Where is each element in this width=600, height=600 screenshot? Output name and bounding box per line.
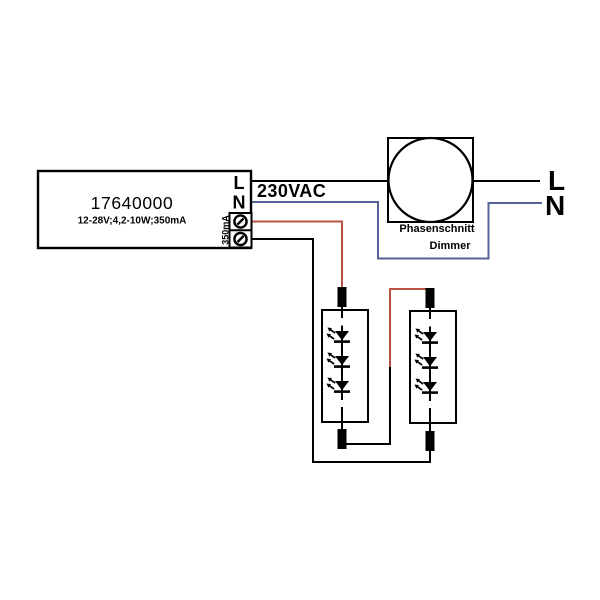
mains-l-label: L bbox=[548, 165, 565, 196]
connector-pin-icon bbox=[425, 431, 435, 451]
driver-specs: 12-28V;4,2-10W;350mA bbox=[78, 216, 187, 227]
output-current-label: 350mA bbox=[221, 215, 231, 245]
output-terminal-block: 350mA bbox=[221, 212, 253, 249]
driver-terminal-n-label: N bbox=[233, 193, 246, 213]
mains-n-label: N bbox=[545, 190, 565, 221]
driver-part-number: 17640000 bbox=[91, 193, 174, 213]
connector-pin-icon bbox=[337, 429, 347, 449]
screw-terminal-icon bbox=[233, 214, 248, 229]
driver-box bbox=[36, 169, 253, 250]
connector-pin-icon bbox=[425, 288, 435, 308]
voltage-label: 230VAC bbox=[257, 181, 326, 201]
connector-pin-icon bbox=[337, 287, 347, 307]
dimmer: Phasenschnitt Dimmer bbox=[387, 136, 475, 252]
dimmer-label-line1: Phasenschnitt bbox=[399, 223, 475, 235]
led-driver: 17640000 12-28V;4,2-10W;350mA L N 350mA bbox=[36, 169, 253, 250]
series-link-wire-upper bbox=[389, 288, 430, 367]
led-return-wire bbox=[251, 238, 431, 463]
dimmer-label-line2: Dimmer bbox=[430, 240, 472, 252]
led-module-1 bbox=[321, 287, 369, 449]
led-module-2 bbox=[409, 288, 457, 451]
screw-terminal-icon bbox=[233, 231, 248, 247]
driver-terminal-l-label: L bbox=[234, 173, 245, 193]
dimmer-knob-icon bbox=[387, 136, 474, 224]
series-link-wire-lower bbox=[342, 366, 391, 445]
neutral-wire bbox=[251, 201, 542, 260]
led-plus-wire bbox=[251, 220, 343, 290]
